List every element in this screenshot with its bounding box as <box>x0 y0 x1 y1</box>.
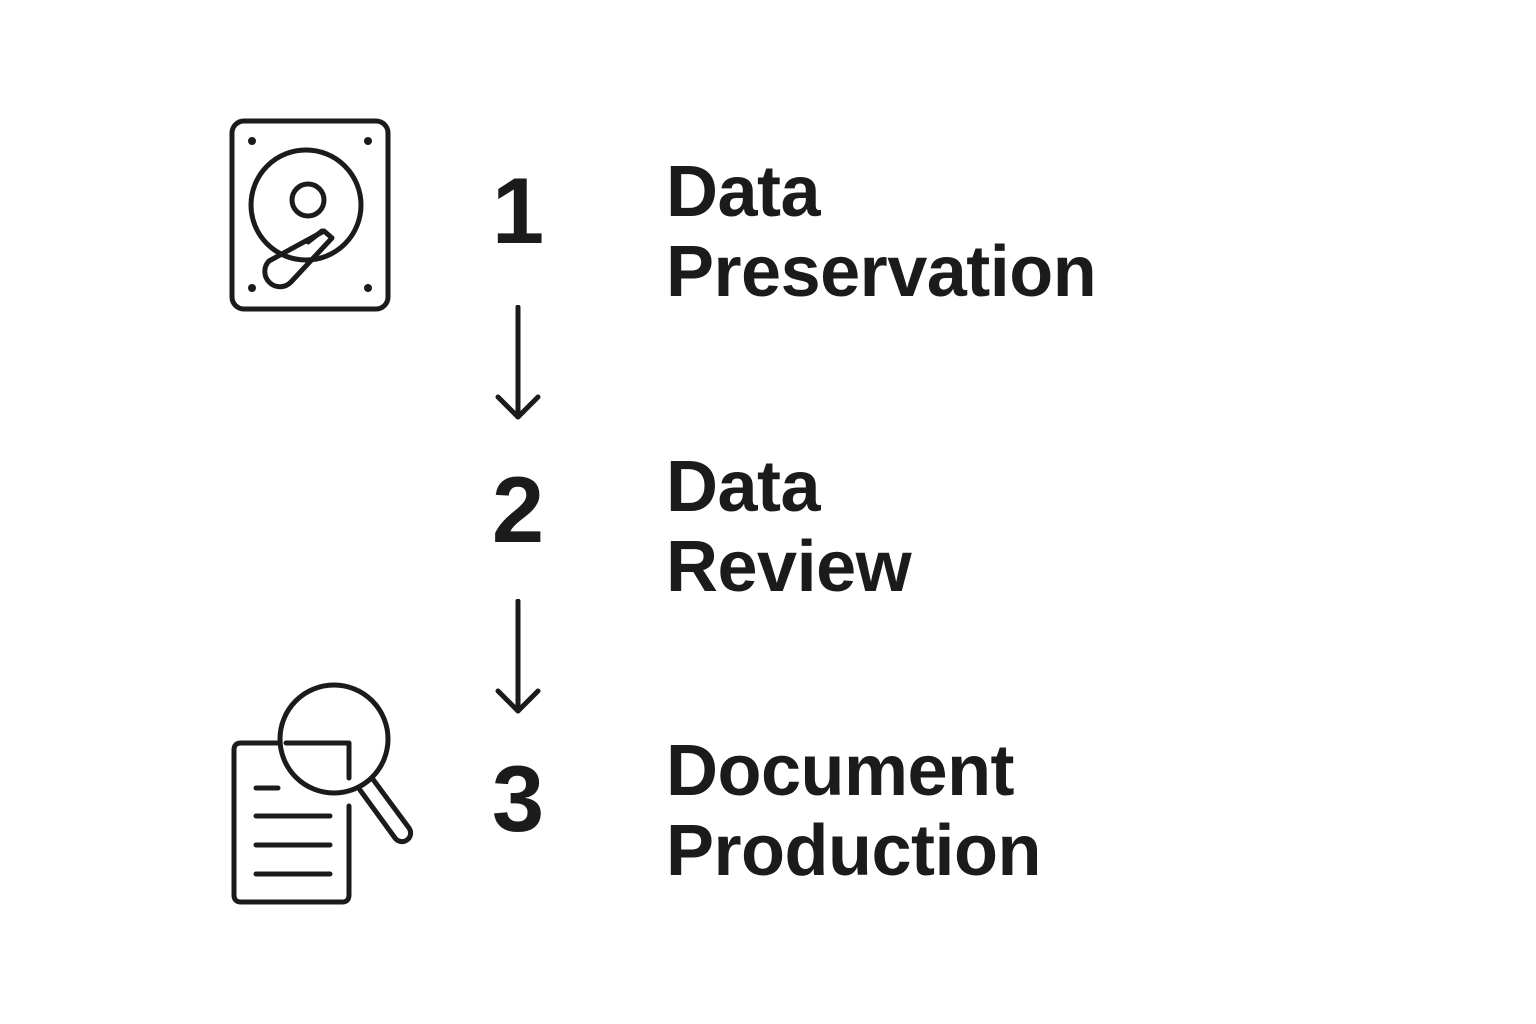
down-arrow-1 <box>494 304 542 426</box>
step-label-1-line2: Preservation <box>666 232 1097 312</box>
step-label-2: Data Review <box>666 447 912 607</box>
down-arrow-2 <box>494 598 542 720</box>
step-label-3: Document Production <box>666 731 1041 891</box>
step-number-2: 2 <box>491 457 545 562</box>
step-label-3-line2: Production <box>666 811 1041 891</box>
step-number-1: 1 <box>491 158 545 263</box>
document-search-icon <box>226 680 430 906</box>
step-label-2-line2: Review <box>666 527 912 607</box>
hard-drive-icon <box>226 116 394 314</box>
step-label-3-line1: Document <box>666 731 1015 811</box>
step-label-2-line1: Data <box>666 447 821 527</box>
step-label-1: Data Preservation <box>666 152 1097 312</box>
step-number-3: 3 <box>491 746 545 851</box>
step-label-1-line1: Data <box>666 152 821 232</box>
